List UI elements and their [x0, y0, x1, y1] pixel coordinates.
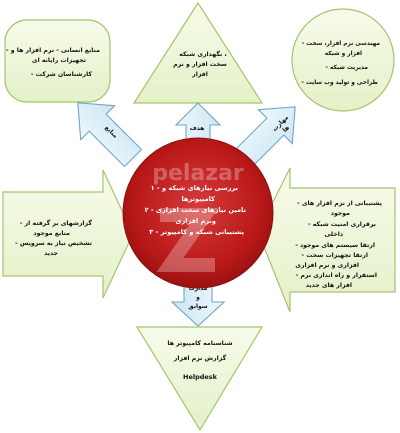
- reports-line-2: منابع موجود: [33, 230, 70, 237]
- support-line-7: افزاری و نرم افزاری: [295, 262, 359, 269]
- support-line-5: - ارتقا سیستم های موجود: [295, 242, 375, 249]
- watermark: pelazar: [152, 161, 244, 272]
- resources-line-2: تجهیزات رایانه ای: [32, 57, 86, 64]
- support-line-9: افزار های جدید: [306, 282, 352, 289]
- support-line-4: داخلی: [324, 231, 343, 238]
- reports-line-1: - گزارشهای بر گرفته از: [20, 219, 93, 227]
- watermark-mark: [156, 208, 219, 272]
- center-line-5: ۳ - پشتیبانی شبکه و کامپیوتر: [149, 228, 244, 236]
- helpdesk-label: Helpdesk: [183, 373, 218, 381]
- resources-box: [4, 19, 111, 103]
- records-label-3: سوابق: [188, 303, 207, 310]
- support-line-6: - ارتقا تجهیزات سخت: [301, 252, 368, 259]
- resources-line-3: - کارشناسان شرکت: [31, 71, 92, 78]
- skills-line-2: افزار و شبکه: [325, 50, 362, 57]
- reports-arrow: [2, 169, 134, 299]
- goal-line-1: نگهداری شبکه ،: [179, 50, 227, 58]
- center-line-4: ونرم افزاری: [175, 217, 216, 225]
- support-arrow: [257, 167, 396, 313]
- skills-line-4: - طراحی و تولید وب سایت: [301, 80, 378, 86]
- center-circle: [122, 137, 274, 289]
- reports-line-4: جدید: [44, 250, 58, 257]
- goal-line-3: افزار: [191, 71, 208, 78]
- skills-line-3: - مدیریت شبکه: [326, 64, 369, 71]
- support-line-1: - پشتیبانی از نرم افزار های: [297, 200, 382, 207]
- skills-circle-text: - مهندسی نرم افزار، سخت افزار و شبکه - م…: [301, 41, 380, 86]
- helpdesk-line-1: شناسنامه کامپیوتر ها: [167, 340, 232, 347]
- watermark-text: pelazar: [152, 161, 244, 186]
- center-line-1: ۱ - بررسی نیازهای شبکه و: [151, 184, 238, 192]
- skills-circle: [291, 8, 395, 112]
- goal-triangle-text: نگهداری شبکه ، سخت افزار و نرم افزار: [173, 50, 227, 78]
- support-line-3: - برقراری امنیت شبکه: [308, 221, 376, 228]
- skills-arrow-label-2: ها: [281, 124, 290, 133]
- records-label-2: و: [195, 294, 200, 301]
- support-arrow-text: - پشتیبانی از نرم افزار های موجود - برقر…: [295, 200, 382, 289]
- center-line-2: کامپیوترها: [181, 195, 215, 203]
- resources-line-1: - منابع انسانی - نرم افزار ها و: [6, 47, 100, 54]
- goal-line-2: سخت افزار و نرم: [173, 61, 227, 68]
- support-line-8: - استقرار و راه اندازی نرم: [296, 272, 377, 279]
- reports-arrow-text: - گزارشهای بر گرفته از منابع موجود - تشخ…: [15, 219, 92, 257]
- helpdesk-triangle: [135, 326, 264, 432]
- center-line-3: ۲ - تامین نیازهای سخت افزاری: [145, 206, 246, 214]
- resources-arrow: [77, 102, 143, 168]
- support-line-2: موجود: [331, 210, 350, 217]
- helpdesk-triangle-text: شناسنامه کامپیوتر ها گزارش نرم افزار Hel…: [167, 340, 232, 381]
- goal-arrow-label: هدف: [190, 125, 205, 132]
- reports-line-3: - تشخیص نیاز به سرویس: [15, 240, 92, 247]
- helpdesk-line-2: گزارش نرم افزار: [173, 354, 227, 362]
- center-circle-text: ۱ - بررسی نیازهای شبکه و کامپیوترها ۲ - …: [145, 184, 246, 236]
- resources-box-text: - منابع انسانی - نرم افزار ها و تجهیزات …: [6, 47, 100, 78]
- skills-line-1: - مهندسی نرم افزار، سخت: [302, 41, 381, 47]
